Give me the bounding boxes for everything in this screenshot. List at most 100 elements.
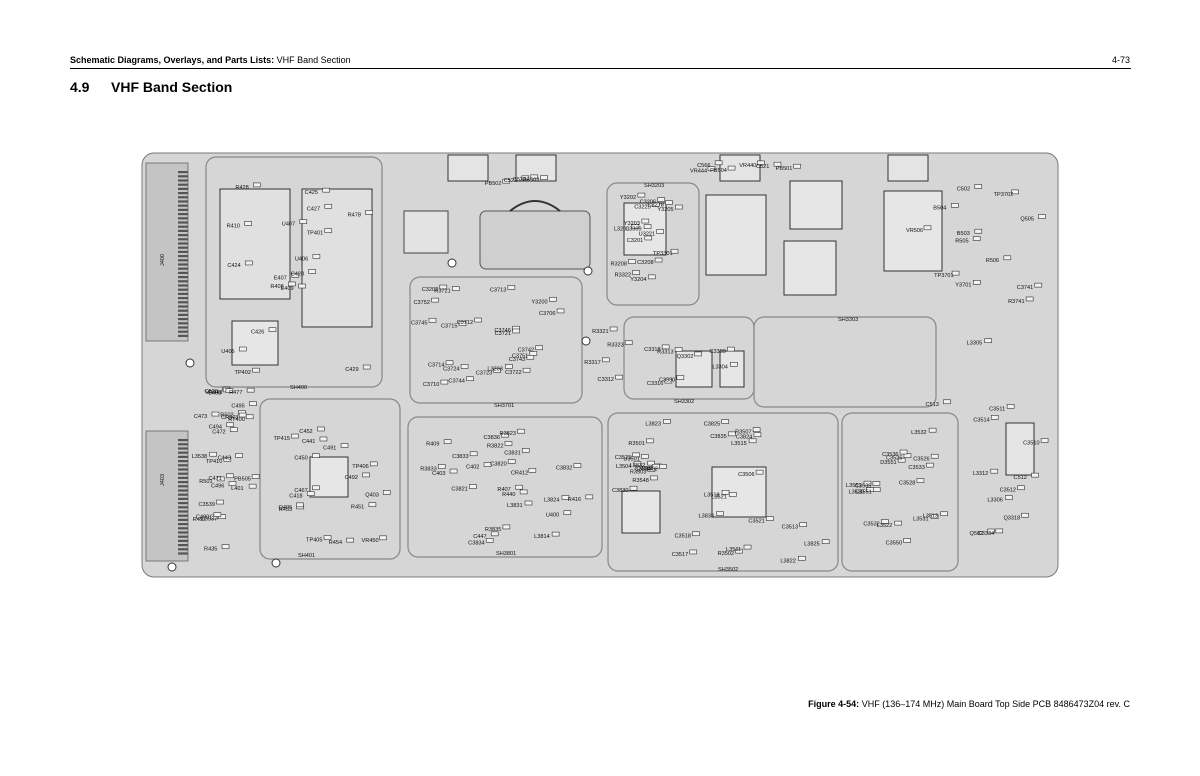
component-label: C3743 xyxy=(509,357,525,363)
shield-label: SH3302 xyxy=(674,399,694,405)
component-pad xyxy=(675,204,683,210)
component-pad xyxy=(916,478,925,483)
component-label: R3317 xyxy=(584,360,600,366)
connector-pin xyxy=(178,472,188,475)
component-pad xyxy=(663,419,671,424)
component-pad xyxy=(585,494,594,500)
connector-pin xyxy=(178,318,188,321)
component-label: C3713 xyxy=(490,287,506,293)
shield-sh3203 xyxy=(606,182,700,306)
component-pad xyxy=(714,160,723,166)
component-pad xyxy=(561,495,570,500)
component-label: C3539 xyxy=(198,502,214,508)
component-pad xyxy=(469,484,477,489)
component-label: R3507 xyxy=(735,430,751,436)
component-label: L3200 xyxy=(614,226,630,232)
component-label: C3723 xyxy=(476,370,492,376)
component-pad xyxy=(226,473,234,479)
component-label: C402 xyxy=(466,465,479,471)
component-label: L3306 xyxy=(987,498,1003,504)
connector-pin xyxy=(178,297,188,300)
component-label: C3514 xyxy=(973,417,989,423)
component-pad xyxy=(743,544,752,550)
ic-u400 xyxy=(309,456,349,498)
component-label: TP3702 xyxy=(994,192,1014,198)
component-pad xyxy=(535,345,543,351)
component-pad xyxy=(556,308,565,314)
component-label: R410 xyxy=(227,223,240,229)
switch-pb503 xyxy=(447,154,489,182)
component-label: L3513 xyxy=(923,514,939,520)
connector-pin xyxy=(178,451,188,454)
connector-pin xyxy=(178,535,188,538)
component-pad xyxy=(689,549,698,555)
connector-pin xyxy=(178,183,188,186)
connector-pin xyxy=(178,443,188,446)
component-label: R3321 xyxy=(592,329,608,335)
component-label: C523 xyxy=(513,177,526,183)
component-pad xyxy=(246,387,255,393)
component-pad xyxy=(501,432,509,438)
component-pad xyxy=(727,346,735,352)
shield-sh400 xyxy=(205,156,383,388)
component-label: PB502 xyxy=(485,181,502,187)
connector-pin xyxy=(178,246,188,249)
component-pad xyxy=(530,174,539,180)
component-label: C473 xyxy=(194,414,207,420)
component-label: Q3318 xyxy=(1003,515,1020,521)
component-label: L3824 xyxy=(544,497,560,503)
component-pad xyxy=(252,367,260,373)
shield-sh3501 xyxy=(841,412,959,572)
component-pad xyxy=(368,502,377,507)
component-pad xyxy=(291,433,299,439)
component-pad xyxy=(440,379,449,385)
component-pad xyxy=(549,296,557,302)
connector-pin xyxy=(178,217,188,220)
shield-label: SH3502 xyxy=(718,567,738,573)
connector-pin xyxy=(178,200,188,203)
component-label: Q405 xyxy=(279,505,293,511)
component-pad xyxy=(899,449,908,455)
component-label: R3323 xyxy=(607,343,623,349)
crystal-y3204 xyxy=(883,190,943,272)
connector-pin xyxy=(178,476,188,479)
component-label: C471 xyxy=(208,476,221,482)
component-label: E409 xyxy=(281,286,294,292)
component-pad xyxy=(466,376,474,382)
connector-pin xyxy=(178,271,188,274)
component-label: Q403 xyxy=(365,492,379,498)
connector-pin xyxy=(178,276,188,279)
component-label: C3202 xyxy=(422,287,438,293)
testpoint-tp3702 xyxy=(447,258,457,268)
component-pad xyxy=(1025,296,1034,302)
component-pad xyxy=(647,274,656,280)
component-label: C3535 xyxy=(855,484,871,490)
component-pad xyxy=(821,539,830,544)
component-label: PB503 xyxy=(523,178,540,184)
component-pad xyxy=(692,531,700,537)
component-label: L3521 xyxy=(711,494,727,500)
connector-pin xyxy=(178,267,188,270)
connector-pin xyxy=(178,175,188,178)
component-pad xyxy=(1005,495,1013,500)
component-label: C3334 xyxy=(978,531,994,537)
component-label: C522 xyxy=(504,178,517,184)
component-pad xyxy=(323,535,332,540)
connector-pin xyxy=(178,548,188,551)
component-pad xyxy=(445,360,454,366)
shield-sh401 xyxy=(259,398,401,560)
component-label: C3550 xyxy=(886,540,902,546)
connector-pin xyxy=(178,334,188,337)
component-label: Y3202 xyxy=(620,195,636,201)
component-pad xyxy=(624,340,633,345)
component-pad xyxy=(362,472,370,478)
component-label: Y3203 xyxy=(624,221,640,227)
component-pad xyxy=(755,469,764,475)
component-pad xyxy=(897,457,906,463)
connector-pin xyxy=(178,493,188,496)
component-pad xyxy=(213,512,222,517)
component-pad xyxy=(296,502,304,508)
connector-pin xyxy=(178,187,188,190)
switch-pb504 xyxy=(719,154,761,182)
